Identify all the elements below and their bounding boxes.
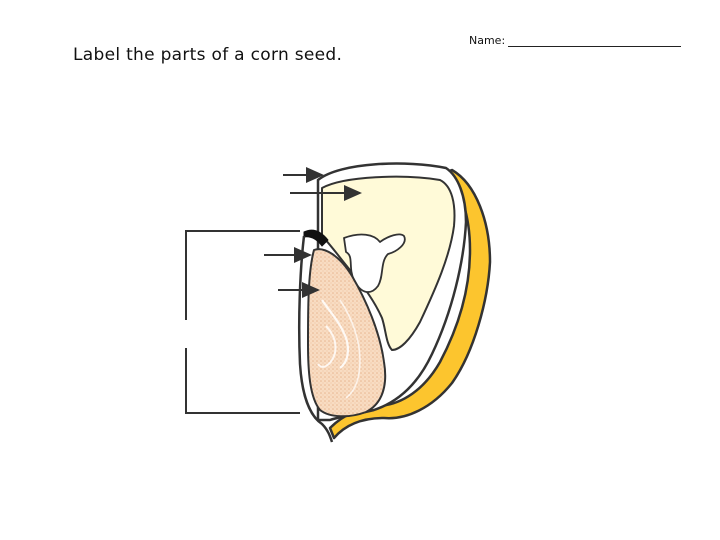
pericarp-hull	[328, 168, 492, 440]
embryo-bracket-bottom	[185, 348, 300, 414]
name-field: Name:	[469, 34, 682, 47]
name-blank-line[interactable]	[508, 36, 682, 47]
embryo-plumule-line	[321, 299, 350, 369]
embryo-axis-line	[339, 299, 361, 399]
embryo-radicle-line	[317, 325, 337, 368]
seed-coat-left-edge	[297, 235, 334, 443]
embryo	[307, 248, 387, 418]
tip-cap	[303, 229, 329, 247]
worksheet-title: Label the parts of a corn seed.	[73, 45, 343, 65]
name-label: Name:	[469, 34, 506, 47]
embryo-bracket-top	[185, 230, 300, 320]
